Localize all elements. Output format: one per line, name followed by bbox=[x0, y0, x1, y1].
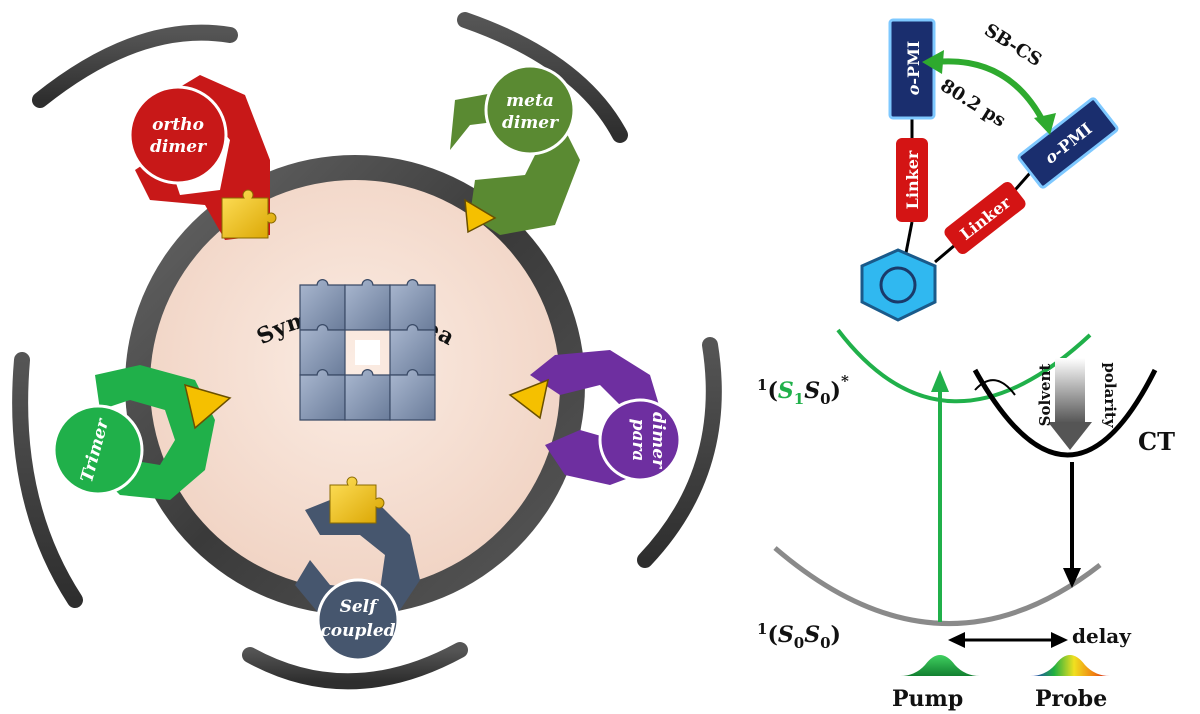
ortho-dimer-badge bbox=[128, 85, 228, 185]
linker-1-label: Linker bbox=[903, 150, 922, 209]
ct-label: CT bbox=[1138, 427, 1175, 456]
puzzle-piece bbox=[344, 369, 391, 421]
pump-label: Pump bbox=[892, 686, 963, 712]
linker-box-1: Linker bbox=[896, 138, 928, 222]
sbcs-label: SB-CS bbox=[980, 20, 1045, 71]
probe-pulse bbox=[1030, 655, 1110, 676]
puzzle-piece bbox=[299, 324, 346, 376]
puzzle-piece bbox=[299, 279, 346, 331]
segment-ortho-dimer: ortho dimer bbox=[128, 75, 277, 240]
ortho-dimer-label-1: ortho bbox=[152, 115, 204, 135]
delay-arrowhead-right bbox=[1051, 632, 1068, 648]
meta-dimer-label-1: meta bbox=[506, 91, 554, 111]
linker-box-2: Linker bbox=[944, 181, 1026, 255]
self-coupled-label-2: coupled bbox=[320, 621, 395, 641]
segment-meta-dimer: meta dimer bbox=[450, 64, 580, 235]
para-dimer-label-1: para bbox=[628, 419, 648, 462]
puzzle-center-hole bbox=[355, 340, 380, 365]
solvent-arc bbox=[974, 379, 1016, 396]
probe-label: Probe bbox=[1035, 686, 1107, 712]
delay-label: delay bbox=[1072, 624, 1132, 648]
energy-diagram: Solvent polarity CT 1(S1S0)* 1(S0S0) del… bbox=[757, 328, 1175, 712]
sbcs-arrowhead-1 bbox=[922, 50, 944, 74]
pmi-1-suffix: -PMI bbox=[904, 41, 923, 85]
molecule-scheme: o-PMI Linker Linker o-PMI SB- bbox=[860, 18, 1119, 322]
puzzle-piece bbox=[344, 279, 391, 331]
segment-self-coupled: Self coupled bbox=[295, 476, 420, 662]
ground-state-curve bbox=[773, 546, 1102, 626]
solvent-label: Solvent bbox=[1036, 364, 1054, 427]
svg-text:o-PMI: o-PMI bbox=[904, 41, 923, 96]
polarity-arrow bbox=[1048, 358, 1092, 450]
para-dimer-label-2: dimer bbox=[648, 412, 668, 469]
bond-benzene-linker2 bbox=[934, 243, 956, 264]
benzene-ring bbox=[860, 248, 937, 322]
segment-trimer: Trimer bbox=[52, 365, 232, 500]
delay-arrowhead-left bbox=[948, 632, 965, 648]
meta-dimer-badge bbox=[484, 64, 576, 156]
pmi-1-prefix: o bbox=[904, 84, 923, 95]
pmi-box-2: o-PMI bbox=[1017, 97, 1119, 189]
yellow-triangle-icon bbox=[464, 198, 497, 234]
ground-state-label: 1(S0S0) bbox=[757, 620, 841, 652]
meta-dimer-label-2: dimer bbox=[502, 113, 559, 133]
excited-state-label: 1(S1S0)* bbox=[757, 372, 849, 408]
probe-arrowhead bbox=[1063, 568, 1081, 588]
time-constant-label: 80.2 ps bbox=[936, 75, 1009, 131]
para-dimer-badge bbox=[598, 398, 682, 482]
gold-puzzle-icon bbox=[221, 189, 277, 239]
puzzle-piece bbox=[389, 369, 436, 421]
sbcs-arrow bbox=[934, 58, 1048, 127]
sbcs-arrowhead-2 bbox=[1034, 113, 1056, 135]
excited-state-curve bbox=[836, 328, 1092, 404]
pump-pulse bbox=[900, 655, 980, 676]
trimer-badge bbox=[52, 404, 144, 496]
bond-linker2-pmi2 bbox=[1013, 172, 1032, 191]
outer-arc-top-left bbox=[32, 24, 238, 108]
puzzle-piece bbox=[389, 279, 436, 331]
ct-state-curve bbox=[972, 368, 1158, 458]
self-coupled-badge bbox=[316, 578, 400, 662]
outer-arc-bottom bbox=[242, 642, 468, 690]
segment-para-dimer: para dimer bbox=[508, 350, 682, 485]
symmetry-wheel: ortho dimer meta dimer para dimer Self c… bbox=[0, 0, 722, 690]
outer-arc-right bbox=[637, 337, 722, 568]
outer-arc-left bbox=[12, 352, 83, 608]
ortho-dimer-label-2: dimer bbox=[150, 137, 207, 157]
pmi-box-1: o-PMI bbox=[888, 18, 936, 120]
puzzle-grid bbox=[299, 279, 436, 421]
pump-arrowhead bbox=[931, 370, 949, 392]
gold-puzzle-icon-2 bbox=[329, 476, 385, 524]
self-coupled-label-1: Self bbox=[340, 597, 380, 617]
polarity-label: polarity bbox=[1101, 362, 1119, 428]
yellow-triangle-icon-2 bbox=[508, 378, 550, 420]
yellow-triangle-icon-3 bbox=[183, 383, 232, 430]
outer-arc-top-right bbox=[457, 12, 628, 143]
puzzle-piece bbox=[299, 369, 346, 421]
puzzle-piece bbox=[389, 324, 436, 376]
